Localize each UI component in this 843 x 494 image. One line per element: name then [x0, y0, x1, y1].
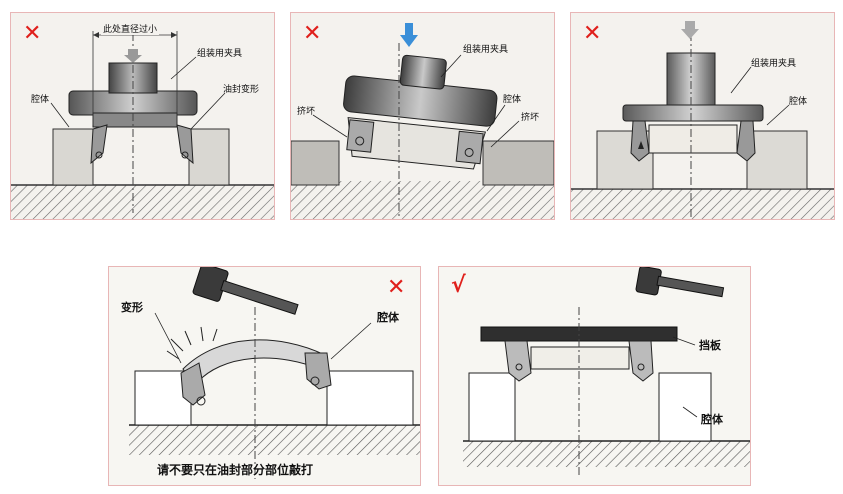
housing-right [746, 130, 808, 190]
panel-4-illustration [129, 267, 420, 479]
housing-right [326, 370, 414, 426]
housing-right [658, 372, 712, 442]
label-baffle-plate: 挡板 [699, 339, 721, 352]
deformed-seal [182, 339, 326, 386]
panel-3-fixture-too-large: ✕ 组装用夹具 腔体 [570, 12, 835, 220]
label-cavity: 腔体 [789, 97, 808, 107]
ground [11, 185, 274, 219]
ground [129, 425, 420, 455]
tilted-assembly [343, 54, 498, 170]
label-deformed: 变形 [121, 301, 143, 314]
right-mark: √ [451, 273, 466, 298]
label-fixture: 组装用夹具 [751, 59, 797, 69]
label-crushed-right: 挤坏 [521, 113, 540, 123]
label-crushed-left: 挤坏 [297, 107, 316, 117]
panel-5-illustration [463, 267, 750, 477]
seal-left [630, 120, 650, 162]
label-fixture: 组装用夹具 [197, 49, 243, 59]
panel-1-illustration [11, 31, 274, 219]
hammer-icon [635, 267, 725, 298]
label-cavity: 腔体 [31, 95, 50, 105]
panel-4-partial-hammering: ✕ 变形 腔体 请不要只在油封部分部位敲打 [108, 266, 421, 486]
panel-5-correct-with-plate: √ 挡板 腔体 [438, 266, 751, 486]
panel-3-illustration [571, 21, 834, 219]
seal-right [628, 340, 654, 382]
ground [571, 189, 834, 219]
label-diameter-too-small: 此处直径过小 [101, 25, 160, 35]
label-cavity: 腔体 [503, 95, 522, 105]
wrong-mark: ✕ [387, 275, 406, 300]
seal-right [176, 124, 194, 165]
label-fixture: 组装用夹具 [463, 45, 509, 55]
seal-left [504, 340, 532, 382]
wrong-mark: ✕ [303, 21, 322, 46]
fixture-plate [622, 104, 764, 122]
ground [463, 441, 750, 467]
caption-warning: 请不要只在油封部分部位敲打 [157, 463, 314, 477]
wrong-mark: ✕ [583, 21, 602, 46]
housing-left [468, 372, 516, 442]
ground [291, 181, 554, 219]
panel-2-illustration [291, 23, 554, 219]
housing-left [52, 128, 94, 186]
housing-left [291, 140, 340, 186]
wrong-mark: ✕ [23, 21, 42, 46]
press-arrow [400, 23, 418, 47]
label-seal-deformed: 油封变形 [223, 85, 260, 95]
housing-right [188, 128, 230, 186]
housing-right [482, 140, 554, 186]
label-cavity: 腔体 [701, 413, 723, 426]
panel-1-too-small-fixture: ✕ 此处直径过小 组装用夹具 腔体 油封变形 [10, 12, 275, 220]
fixture-shaft [399, 54, 447, 90]
panel-2-tilted-fixture: ✕ 组装用夹具 挤坏 腔体 挤坏 [290, 12, 555, 220]
seal-left [90, 124, 108, 165]
hammer-icon [192, 267, 299, 315]
label-cavity: 腔体 [377, 311, 399, 324]
seal-right [736, 120, 756, 162]
